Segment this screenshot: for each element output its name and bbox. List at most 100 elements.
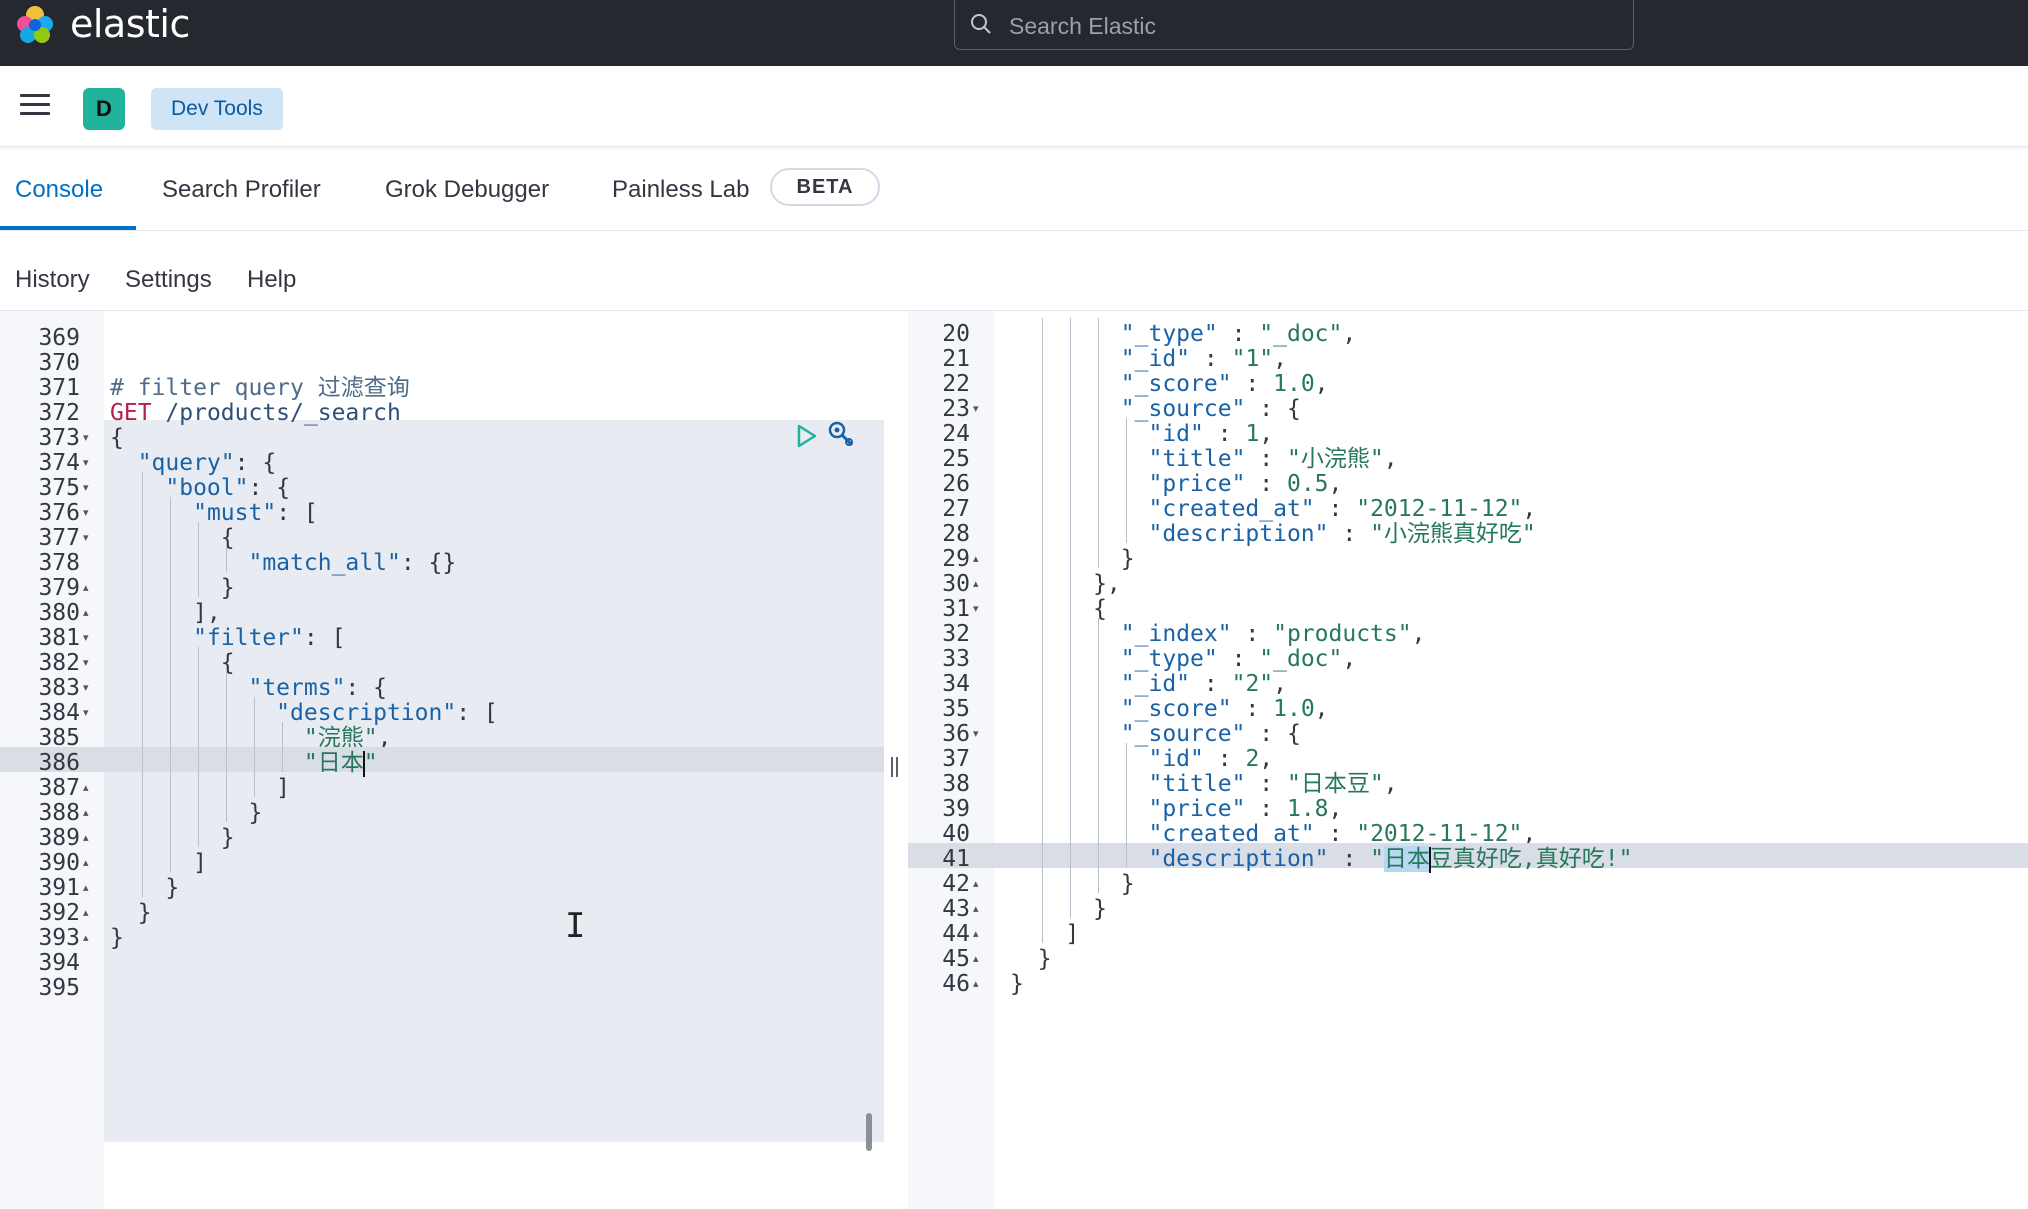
- code-line[interactable]: 37 "id" : 2,: [908, 743, 2028, 775]
- fold-collapsed-icon[interactable]: ▴: [83, 907, 89, 919]
- brand-name[interactable]: elastic: [70, 2, 190, 46]
- code-line[interactable]: 376▾ "must": [: [0, 497, 884, 529]
- fold-collapsed-icon[interactable]: ▴: [83, 807, 89, 819]
- fold-collapsed-icon[interactable]: ▴: [973, 878, 979, 890]
- tab-search-profiler[interactable]: Search Profiler: [162, 176, 321, 203]
- fold-expanded-icon[interactable]: ▾: [83, 657, 89, 669]
- code-line[interactable]: 22 "_score" : 1.0,: [908, 368, 2028, 400]
- wrench-icon[interactable]: [826, 419, 856, 449]
- fold-collapsed-icon[interactable]: ▴: [973, 978, 979, 990]
- code-line[interactable]: 389▴ }: [0, 822, 884, 854]
- code-line[interactable]: 39 "price" : 1.8,: [908, 793, 2028, 825]
- code-line[interactable]: 23▾ "_source" : {: [908, 393, 2028, 425]
- code-line[interactable]: 392▴ }: [0, 897, 884, 929]
- menu-history[interactable]: History: [15, 266, 90, 293]
- fold-collapsed-icon[interactable]: ▴: [83, 832, 89, 844]
- code-line[interactable]: 379▴ }: [0, 572, 884, 604]
- code-line[interactable]: 29▴ }: [908, 543, 2028, 575]
- fold-collapsed-icon[interactable]: ▴: [973, 578, 979, 590]
- global-search[interactable]: [954, 0, 1634, 50]
- fold-collapsed-icon[interactable]: ▴: [83, 882, 89, 894]
- fold-expanded-icon[interactable]: ▾: [83, 707, 89, 719]
- fold-expanded-icon[interactable]: ▾: [83, 682, 89, 694]
- code-line[interactable]: 375▾ "bool": {: [0, 472, 884, 504]
- code-line[interactable]: 383▾ "terms": {: [0, 672, 884, 704]
- fold-collapsed-icon[interactable]: ▴: [973, 928, 979, 940]
- request-scrollbar[interactable]: [866, 1113, 872, 1151]
- code-line[interactable]: 28 "description" : "小浣熊真好吃": [908, 518, 2028, 550]
- code-line[interactable]: 32 "_index" : "products",: [908, 618, 2028, 650]
- code-line[interactable]: 373▾{: [0, 422, 884, 454]
- breadcrumb-dev-tools[interactable]: Dev Tools: [151, 88, 283, 130]
- code-line[interactable]: 38 "title" : "日本豆",: [908, 768, 2028, 800]
- drag-handle-icon[interactable]: [891, 757, 901, 777]
- space-avatar[interactable]: D: [83, 88, 125, 130]
- tab-painless-lab[interactable]: Painless Lab: [612, 176, 750, 203]
- code-line[interactable]: 380▴ ],: [0, 597, 884, 629]
- fold-expanded-icon[interactable]: ▾: [973, 403, 979, 415]
- code-line[interactable]: 388▴ }: [0, 797, 884, 829]
- code-line[interactable]: 26 "price" : 0.5,: [908, 468, 2028, 500]
- code-line[interactable]: 394: [0, 947, 884, 979]
- code-line[interactable]: 381▾ "filter": [: [0, 622, 884, 654]
- code-line[interactable]: 24 "id" : 1,: [908, 418, 2028, 450]
- code-line[interactable]: 35 "_score" : 1.0,: [908, 693, 2028, 725]
- code-line[interactable]: 377▾ {: [0, 522, 884, 554]
- fold-expanded-icon[interactable]: ▾: [83, 482, 89, 494]
- code-line[interactable]: 27 "created_at" : "2012-11-12",: [908, 493, 2028, 525]
- fold-collapsed-icon[interactable]: ▴: [973, 953, 979, 965]
- response-viewer[interactable]: 20 "_type" : "_doc",21 "_id" : "1",22 "_…: [908, 311, 2028, 1209]
- fold-collapsed-icon[interactable]: ▴: [83, 782, 89, 794]
- tab-grok-debugger[interactable]: Grok Debugger: [385, 176, 550, 203]
- fold-collapsed-icon[interactable]: ▴: [83, 932, 89, 944]
- code-line[interactable]: 46▴}: [908, 968, 2028, 1000]
- fold-collapsed-icon[interactable]: ▴: [83, 857, 89, 869]
- code-line[interactable]: 36▾ "_source" : {: [908, 718, 2028, 750]
- code-line[interactable]: 20 "_type" : "_doc",: [908, 318, 2028, 350]
- code-line[interactable]: 384▾ "description": [: [0, 697, 884, 729]
- fold-expanded-icon[interactable]: ▾: [973, 728, 979, 740]
- fold-expanded-icon[interactable]: ▾: [83, 632, 89, 644]
- code-line[interactable]: 25 "title" : "小浣熊",: [908, 443, 2028, 475]
- tab-console[interactable]: Console: [15, 176, 104, 203]
- fold-expanded-icon[interactable]: ▾: [83, 507, 89, 519]
- code-line[interactable]: 21 "_id" : "1",: [908, 343, 2028, 375]
- code-line[interactable]: 42▴ }: [908, 868, 2028, 900]
- menu-help[interactable]: Help: [247, 266, 297, 293]
- fold-collapsed-icon[interactable]: ▴: [973, 903, 979, 915]
- code-line[interactable]: 33 "_type" : "_doc",: [908, 643, 2028, 675]
- menu-toggle-icon[interactable]: [20, 94, 50, 116]
- search-input[interactable]: [1007, 8, 1611, 44]
- code-line[interactable]: 43▴ }: [908, 893, 2028, 925]
- code-line[interactable]: 390▴ ]: [0, 847, 884, 879]
- code-line[interactable]: 386 "日本": [0, 747, 884, 779]
- fold-collapsed-icon[interactable]: ▴: [83, 582, 89, 594]
- code-line[interactable]: 31▾ {: [908, 593, 2028, 625]
- fold-expanded-icon[interactable]: ▾: [83, 532, 89, 544]
- code-line[interactable]: 378 "match_all": {}: [0, 547, 884, 579]
- code-line[interactable]: 382▾ {: [0, 647, 884, 679]
- code-line[interactable]: 45▴ }: [908, 943, 2028, 975]
- fold-collapsed-icon[interactable]: ▴: [83, 607, 89, 619]
- pane-resizer[interactable]: [884, 311, 908, 1209]
- code-line[interactable]: 369: [0, 322, 884, 354]
- code-line[interactable]: 40 "created_at" : "2012-11-12",: [908, 818, 2028, 850]
- elastic-logo-icon[interactable]: [14, 4, 56, 46]
- code-line[interactable]: 387▴ ]: [0, 772, 884, 804]
- fold-expanded-icon[interactable]: ▾: [83, 432, 89, 444]
- code-line[interactable]: 371# filter query 过滤查询: [0, 372, 884, 404]
- code-line[interactable]: 41 "description" : "日本豆真好吃,真好吃!": [908, 843, 2028, 875]
- code-line[interactable]: 370: [0, 347, 884, 379]
- fold-expanded-icon[interactable]: ▾: [973, 603, 979, 615]
- code-line[interactable]: 385 "浣熊",: [0, 722, 884, 754]
- menu-settings[interactable]: Settings: [125, 266, 212, 293]
- code-line[interactable]: 374▾ "query": {: [0, 447, 884, 479]
- code-line[interactable]: 34 "_id" : "2",: [908, 668, 2028, 700]
- send-request-icon[interactable]: [796, 424, 818, 448]
- code-line[interactable]: 393▴}: [0, 922, 884, 954]
- code-line[interactable]: 30▴ },: [908, 568, 2028, 600]
- fold-collapsed-icon[interactable]: ▴: [973, 553, 979, 565]
- code-line[interactable]: 44▴ ]: [908, 918, 2028, 950]
